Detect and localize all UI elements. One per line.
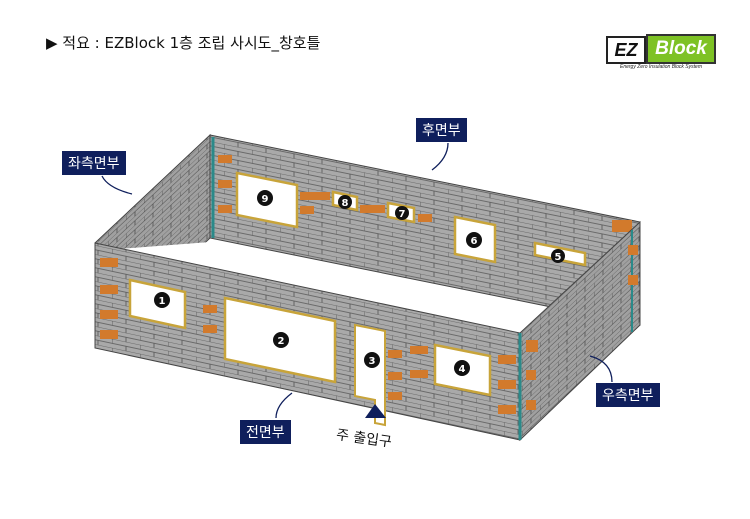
marker-7: 7 <box>395 206 409 220</box>
svg-text:7: 7 <box>399 209 406 220</box>
front-accent-blocks <box>100 245 638 414</box>
ezblock-logo: EZ Block Energy Zero Insulation Block Sy… <box>606 32 716 77</box>
back-accent-blocks <box>218 155 632 232</box>
svg-text:2: 2 <box>278 336 285 347</box>
marker-2: 2 <box>273 332 289 348</box>
marker-1: 1 <box>154 292 170 308</box>
marker-3: 3 <box>364 352 380 368</box>
marker-4: 4 <box>454 360 470 376</box>
opening-markers: 1 2 3 4 5 6 7 8 9 <box>154 190 565 376</box>
floor <box>105 242 630 340</box>
svg-text:9: 9 <box>262 194 269 205</box>
logo-block: Block <box>646 34 716 64</box>
callout-arrows <box>101 142 613 419</box>
logo-subtitle: Energy Zero Insulation Block System <box>620 64 702 70</box>
marker-6: 6 <box>466 232 482 248</box>
svg-text:3: 3 <box>369 356 376 367</box>
page-title: ▶ 적요 : EZBlock 1층 조립 사시도_창호틀 <box>46 34 321 52</box>
marker-9: 9 <box>257 190 273 206</box>
svg-text:5: 5 <box>555 252 562 263</box>
label-right-side: 우측면부 <box>596 383 660 407</box>
marker-8: 8 <box>338 195 352 209</box>
svg-text:4: 4 <box>459 364 466 375</box>
marker-5: 5 <box>551 249 565 263</box>
label-front: 전면부 <box>240 420 291 444</box>
svg-text:8: 8 <box>342 198 349 209</box>
svg-text:1: 1 <box>159 296 166 307</box>
label-back: 후면부 <box>416 118 467 142</box>
label-left-side: 좌측면부 <box>62 151 126 175</box>
logo-ez: EZ <box>606 36 646 64</box>
entrance-triangle <box>365 404 386 418</box>
svg-text:6: 6 <box>471 236 478 247</box>
door-3 <box>354 323 386 427</box>
